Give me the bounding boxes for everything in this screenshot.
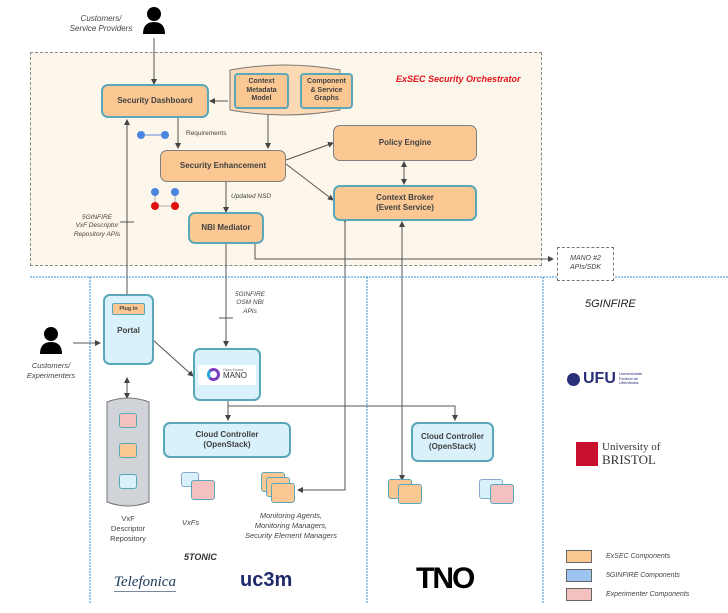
- orchestrator-title: ExSEC Security Orchestrator: [396, 74, 521, 84]
- person-icon: [40, 326, 62, 359]
- legend-item-5ginfire: 5GINFIRE Components: [566, 569, 689, 582]
- csg-line1: Component: [307, 77, 346, 85]
- legend-item-exsec: ExSEC Components: [566, 550, 689, 563]
- requirements-graph-icon: [136, 128, 170, 146]
- plugin[interactable]: Plug in: [112, 303, 145, 315]
- context-metadata-model[interactable]: Context Metadata Model: [234, 73, 289, 109]
- component-service-graphs[interactable]: Component & Service Graphs: [300, 73, 353, 109]
- vxf-instance-front: [191, 480, 215, 500]
- bristol-crest-icon: [576, 442, 598, 466]
- osm-mano[interactable]: Open Source MANO: [193, 348, 261, 401]
- security-dashboard-label: Security Dashboard: [117, 96, 193, 105]
- person-icon: [143, 6, 165, 39]
- tno-vxf-front: [490, 484, 514, 504]
- ufu-sub-1: Universidade: [618, 371, 643, 377]
- osm-apis-label: 5GINFIRE OSM NBI APIs: [230, 291, 270, 316]
- policy-engine[interactable]: Policy Engine: [333, 125, 477, 161]
- fivetonic-region-title: 5TONIC: [184, 552, 217, 562]
- repo-line1: VxF: [121, 514, 135, 523]
- nbi-mediator-label: NBI Mediator: [201, 223, 251, 232]
- cmm-line3: Model: [251, 95, 272, 103]
- bristol-logo: University of BRISTOL: [576, 442, 660, 466]
- cloud-controller-left[interactable]: Cloud Controller (OpenStack): [163, 422, 291, 458]
- ccr-line2: (OpenStack): [428, 442, 477, 451]
- legend-swatch-5ginfire: [566, 569, 592, 582]
- context-broker-line1: Context Broker: [376, 193, 434, 202]
- updated-nsd-label: Updated NSD: [231, 193, 272, 200]
- security-enhancement[interactable]: Security Enhancement: [160, 150, 286, 182]
- ccl-line2: (OpenStack): [203, 440, 251, 449]
- vxf-apis-line2: VxF Descriptor: [75, 222, 119, 230]
- vxf-repository-label: VxF Descriptor Repository: [100, 514, 156, 543]
- monitoring-line3: Security Element Managers: [244, 530, 338, 540]
- legend-swatch-experimenter: [566, 588, 592, 601]
- ufu-mark-icon: [567, 372, 580, 386]
- requirements-label: Requirements: [186, 130, 227, 137]
- telefonica-logo: Telefonica: [114, 574, 176, 592]
- legend-swatch-exsec: [566, 550, 592, 563]
- uc3m-logo: uc3m: [240, 569, 293, 591]
- monitoring-line1: Monitoring Agents,: [259, 511, 323, 520]
- policy-engine-label: Policy Engine: [378, 138, 432, 147]
- osm-line2: MANO: [223, 371, 247, 381]
- context-broker-line2: (Event Service): [376, 203, 434, 212]
- bristol-line1: University of: [602, 441, 661, 453]
- cmm-line2: Metadata: [246, 86, 277, 94]
- bristol-line2: BRISTOL: [602, 452, 656, 467]
- legend-label-5ginfire: 5GINFIRE Components: [606, 572, 680, 579]
- nbi-mediator[interactable]: NBI Mediator: [188, 212, 264, 244]
- mano2-apis-sdk[interactable]: MANO #2 APIs/SDK: [557, 247, 614, 281]
- legend-item-experimenter: Experimenter Components: [566, 588, 689, 601]
- osm-line1: Open Source: [223, 367, 244, 372]
- actor-top-label: Customers/ Service Providers: [62, 14, 140, 35]
- csg-line3: Graphs: [314, 95, 339, 103]
- cmm-line1: Context: [248, 77, 275, 85]
- context-broker[interactable]: Context Broker (Event Service): [333, 185, 477, 221]
- ccl-line1: Cloud Controller: [195, 430, 259, 439]
- vxf-apis-label: 5GINFIRE VxF Descriptor Repository APIs: [62, 214, 132, 239]
- osm-apis-line3: APIs: [243, 307, 257, 315]
- repo-item-experimenter: [119, 413, 137, 428]
- legend: ExSEC Components 5GINFIRE Components Exp…: [566, 550, 689, 601]
- csg-line2: & Service: [310, 86, 343, 94]
- fiveginfire-region-title: 5GINFIRE: [585, 298, 636, 310]
- legend-label-experimenter: Experimenter Components: [606, 591, 690, 598]
- mano2-line1: MANO #2: [570, 255, 601, 263]
- osm-apis-line1: 5GINFIRE: [235, 291, 265, 298]
- tno-logo: TNO: [416, 562, 475, 595]
- monitoring-line2: Monitoring Managers,: [254, 520, 328, 530]
- vxf-apis-line1: 5GINFIRE: [82, 214, 112, 221]
- ufu-sub-2: Federal de: [618, 375, 639, 381]
- security-dashboard[interactable]: Security Dashboard: [101, 84, 209, 118]
- bristol-text: University of BRISTOL: [602, 441, 661, 467]
- actor-left-label: Customers/ Experimenters: [18, 361, 84, 381]
- actor-left-line1: Customers/: [31, 361, 71, 370]
- ufu-sub-3: Uberlândia: [618, 380, 639, 386]
- actor-top-label-line2: Service Providers: [69, 24, 133, 34]
- ufu-mark-text: UFU: [583, 370, 616, 387]
- tno-exsec-front: [398, 484, 422, 504]
- ufu-logo: UFU Universidade Federal de Uberlândia: [567, 370, 642, 388]
- ufu-subtitle: Universidade Federal de Uberlândia: [618, 371, 643, 386]
- osm-logo-icon: [207, 368, 220, 381]
- vxf-apis-line3: Repository APIs: [73, 230, 121, 238]
- monitoring-label: Monitoring Agents, Monitoring Managers, …: [236, 511, 346, 540]
- monitoring-stack-3: [271, 483, 295, 503]
- osm-apis-line2: OSM NBI: [236, 299, 264, 307]
- repo-item-exsec: [119, 443, 137, 458]
- vxfs-label: VxFs: [182, 518, 200, 527]
- security-enhancement-label: Security Enhancement: [179, 161, 267, 170]
- updated-graph-icon: [148, 186, 182, 219]
- repo-item-5ginfire: [119, 474, 137, 489]
- repo-line2: Descriptor: [110, 523, 146, 533]
- repo-line3: Repository: [110, 533, 146, 543]
- plugin-label: Plug in: [119, 305, 138, 312]
- portal-label: Portal: [117, 326, 140, 335]
- mano2-line2: APIs/SDK: [569, 264, 602, 271]
- cloud-controller-right[interactable]: Cloud Controller (OpenStack): [411, 422, 494, 462]
- actor-top-label-line1: Customers/: [80, 14, 122, 23]
- actor-left-line2: Experimenters: [26, 370, 76, 380]
- ccr-line1: Cloud Controller: [420, 432, 485, 441]
- legend-label-exsec: ExSEC Components: [606, 553, 671, 560]
